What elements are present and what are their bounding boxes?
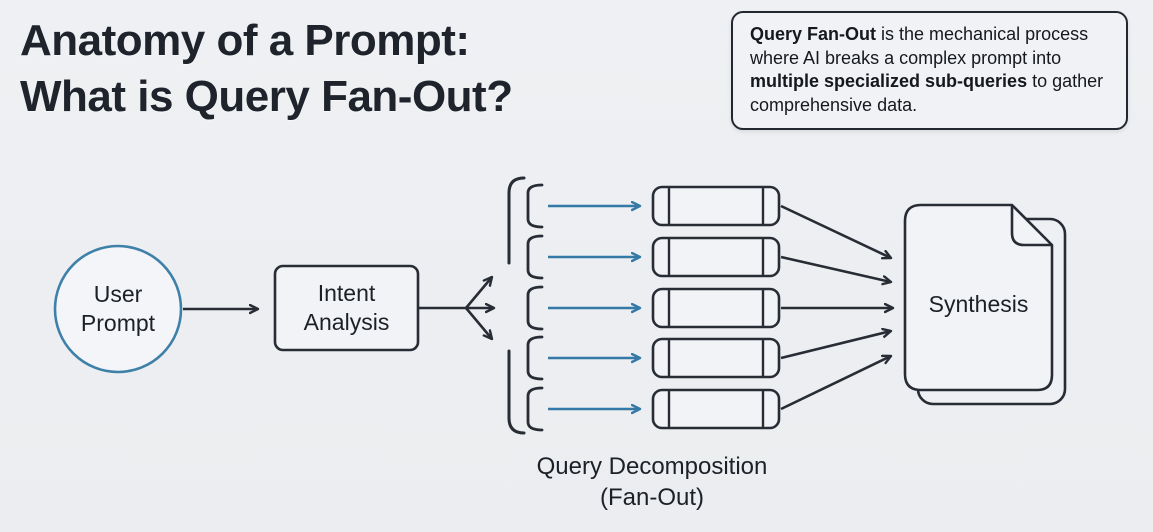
definition-text-2: to gather comprehensive data. xyxy=(750,71,1104,115)
synthesis-page-fold xyxy=(1010,205,1052,247)
user-prompt-node: User Prompt xyxy=(55,246,181,372)
intent-analysis-label-line2: Analysis xyxy=(303,309,390,335)
page-title-line1: Anatomy of a Prompt: xyxy=(20,16,470,65)
subquery-bracket xyxy=(526,183,544,229)
subquery-row xyxy=(526,356,891,432)
definition-text-1: is the mechanical process where AI break… xyxy=(750,24,1089,68)
fanout-caption: Query Decomposition (Fan-Out) xyxy=(438,451,866,513)
fanout-caption-line2: (Fan-Out) xyxy=(599,484,704,511)
subquery-row xyxy=(526,331,891,381)
subquery-bracket xyxy=(526,335,544,381)
arrow-to-synthesis xyxy=(780,204,891,258)
user-prompt-circle xyxy=(53,244,183,374)
fanout-branch-down xyxy=(465,307,492,339)
fan-bracket-top xyxy=(507,176,526,265)
definition-callout: Query Fan-Out is the mechanical process … xyxy=(731,11,1128,130)
fan-bracket-bottom xyxy=(507,349,526,435)
arrow-to-synthesis xyxy=(780,331,891,360)
intent-analysis-label-line1: Intent xyxy=(317,280,376,306)
page-title: Anatomy of a Prompt: What is Query Fan-O… xyxy=(20,13,513,125)
synthesis-label: Synthesis xyxy=(928,291,1029,317)
subquery-row xyxy=(526,234,891,282)
definition-term: Query Fan-Out xyxy=(750,24,877,44)
subquery-row xyxy=(526,285,893,331)
synthesis-document xyxy=(903,203,1067,406)
subquery-bracket xyxy=(526,234,544,280)
fanout-caption-line1: Query Decomposition xyxy=(536,453,768,480)
subquery-bracket xyxy=(526,386,544,432)
subquery-pill xyxy=(651,388,781,430)
subquery-row xyxy=(526,183,891,258)
synthesis-node: Synthesis xyxy=(905,205,1052,390)
subquery-pill xyxy=(651,287,781,329)
user-prompt-label-line1: User xyxy=(93,281,143,307)
intent-analysis-node: Intent Analysis xyxy=(275,266,418,350)
arrow-to-synthesis xyxy=(780,356,891,411)
subquery-bracket xyxy=(526,285,544,331)
subquery-pill xyxy=(651,185,781,227)
definition-emphasis: multiple specialized sub-queries xyxy=(750,71,1028,91)
user-prompt-label-line2: Prompt xyxy=(80,310,156,336)
fanout-branch-up xyxy=(465,277,492,309)
synthesis-front-page xyxy=(903,203,1054,392)
subquery-pill xyxy=(651,337,781,379)
subquery-pill xyxy=(651,236,781,278)
page-title-line2: What is Query Fan-Out? xyxy=(20,72,513,121)
arrow-to-synthesis xyxy=(780,255,891,282)
